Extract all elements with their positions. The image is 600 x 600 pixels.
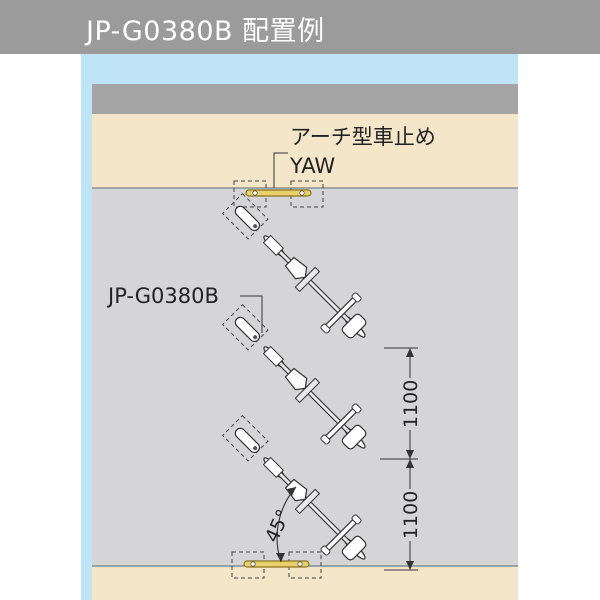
page-title: JP-G0380B 配置例	[86, 16, 325, 47]
dimension-upper-label: 1100	[400, 380, 422, 428]
angle-arrow-head	[287, 487, 296, 496]
arch-model-label: YAW	[289, 154, 335, 178]
dim-label-bg	[400, 489, 420, 541]
stand-leader-line	[240, 295, 263, 333]
sidewalk-bottom	[92, 567, 518, 600]
sidewalk	[92, 114, 518, 188]
arch-leader-line	[273, 152, 288, 188]
angle-arrow-head	[276, 553, 285, 562]
dim-label-bg	[400, 378, 420, 430]
stand-model-label: JP-G0380B	[106, 284, 219, 308]
road-curb-top	[92, 84, 518, 114]
header-bar: JP-G0380B 配置例	[0, 0, 600, 54]
arch-name-label: アーチ型車止め	[290, 125, 436, 149]
dimension-lower-label: 1100	[400, 491, 422, 539]
